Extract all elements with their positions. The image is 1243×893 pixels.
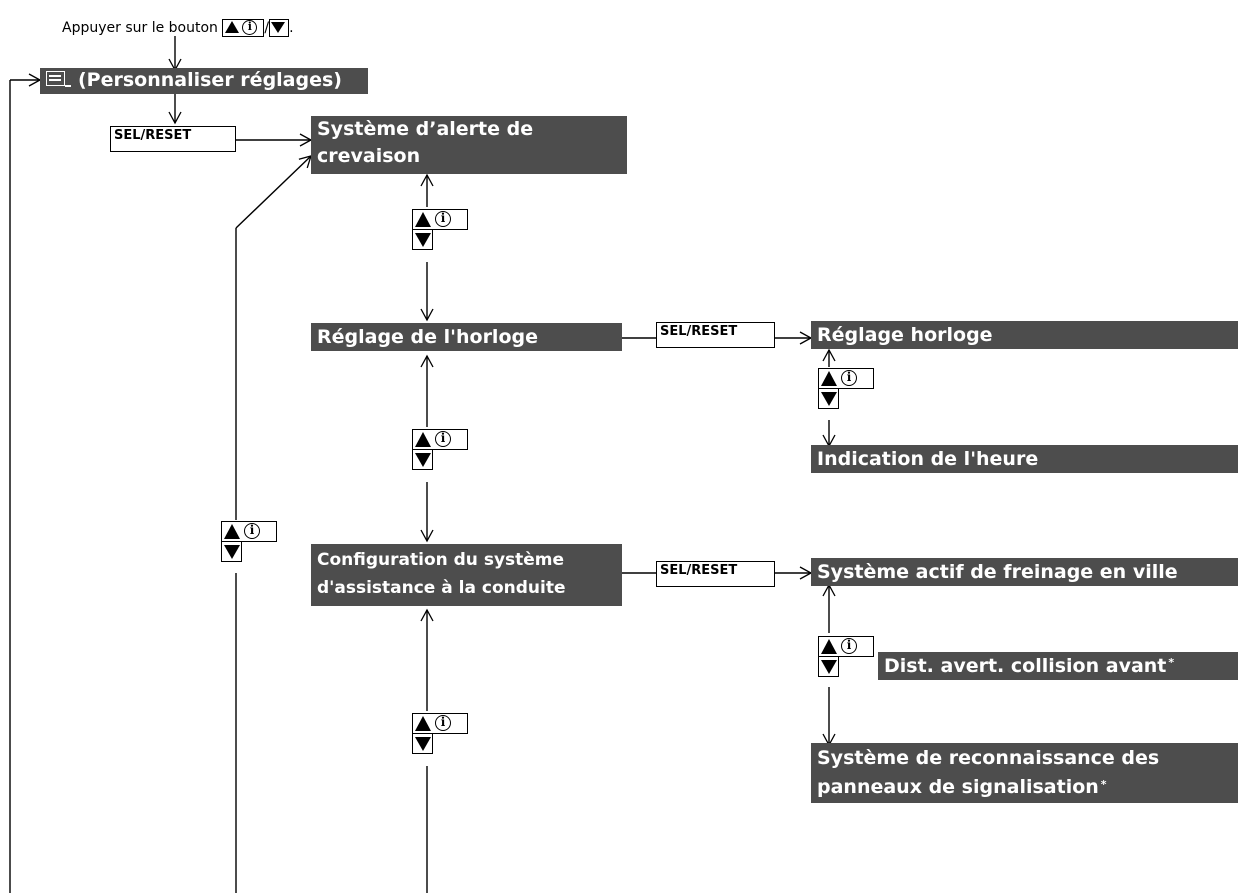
triangle-down-icon bbox=[821, 392, 837, 406]
triangle-down-icon bbox=[271, 22, 286, 33]
triangle-down-icon bbox=[415, 737, 431, 751]
driver-assist-label: Configuration du système d'assistance à … bbox=[311, 544, 622, 606]
fcw-distance-text: Dist. avert. collision avant bbox=[884, 655, 1167, 677]
info-icon: i bbox=[841, 638, 857, 654]
menu-list-icon bbox=[46, 71, 72, 90]
instruction-suffix: . bbox=[289, 20, 294, 36]
traffic-sign-label: Système de reconnaissance des panneaux d… bbox=[811, 743, 1238, 803]
tpms-line1: Système d’alerte de bbox=[317, 118, 534, 140]
traffic-sign-line2: panneaux de signalisation* bbox=[817, 773, 1232, 802]
city-brake-label: Système actif de freinage en ville bbox=[811, 558, 1238, 586]
triangle-up-icon bbox=[821, 639, 837, 654]
nav-up-down-icon-3: i bbox=[412, 713, 468, 755]
up-info-button-icon: i bbox=[222, 19, 265, 37]
triangle-up-icon bbox=[415, 432, 431, 447]
triangle-down-icon bbox=[821, 660, 837, 674]
customize-settings-label: (Personnaliser réglages) bbox=[40, 68, 368, 94]
clock-adjust-label: Réglage de l'horloge bbox=[311, 323, 622, 351]
instruction-text: Appuyer sur le bouton i /. bbox=[62, 19, 294, 37]
triangle-up-icon bbox=[821, 371, 837, 386]
triangle-up-icon bbox=[415, 212, 431, 227]
down-button-icon bbox=[269, 19, 290, 37]
fcw-distance-label: Dist. avert. collision avant* bbox=[878, 652, 1238, 680]
driver-assist-line2: d'assistance à la conduite bbox=[317, 578, 566, 598]
sel-reset-button-3: SEL/RESET bbox=[656, 561, 775, 587]
nav-up-down-icon-5: i bbox=[818, 636, 874, 678]
sel-reset-button-2: SEL/RESET bbox=[656, 322, 775, 348]
info-icon: i bbox=[244, 523, 260, 539]
clock-set-label: Réglage horloge bbox=[811, 321, 1238, 349]
instruction-separator: / bbox=[264, 20, 270, 36]
nav-up-down-icon-left: i bbox=[221, 521, 277, 563]
traffic-sign-line2-text: panneaux de signalisation bbox=[817, 776, 1099, 798]
info-icon: i bbox=[242, 20, 258, 35]
driver-assist-line1: Configuration du système bbox=[317, 550, 565, 570]
traffic-sign-line1: Système de reconnaissance des bbox=[817, 747, 1160, 769]
triangle-up-icon bbox=[415, 716, 431, 731]
customize-settings-text: (Personnaliser réglages) bbox=[78, 69, 342, 91]
triangle-down-icon bbox=[415, 453, 431, 467]
nav-up-down-icon-2: i bbox=[412, 429, 468, 471]
info-icon: i bbox=[841, 370, 857, 386]
nav-up-down-icon-1: i bbox=[412, 209, 468, 251]
time-display-label: Indication de l'heure bbox=[811, 445, 1238, 473]
info-icon: i bbox=[435, 211, 451, 227]
triangle-up-icon bbox=[225, 21, 240, 33]
fcw-distance-footnote: * bbox=[1168, 656, 1175, 669]
triangle-down-icon bbox=[224, 545, 240, 559]
sel-reset-button-1: SEL/RESET bbox=[110, 126, 236, 152]
triangle-down-icon bbox=[415, 233, 431, 247]
info-icon: i bbox=[435, 715, 451, 731]
triangle-up-icon bbox=[224, 524, 240, 539]
arrow-diagonal-to-tpms bbox=[235, 155, 312, 229]
tpms-label: Système d’alerte de crevaison bbox=[311, 116, 627, 174]
tpms-line2: crevaison bbox=[317, 145, 421, 167]
info-icon: i bbox=[435, 431, 451, 447]
traffic-sign-footnote: * bbox=[1100, 778, 1107, 791]
nav-up-down-icon-4: i bbox=[818, 368, 874, 410]
instruction-prefix: Appuyer sur le bouton bbox=[62, 20, 218, 36]
